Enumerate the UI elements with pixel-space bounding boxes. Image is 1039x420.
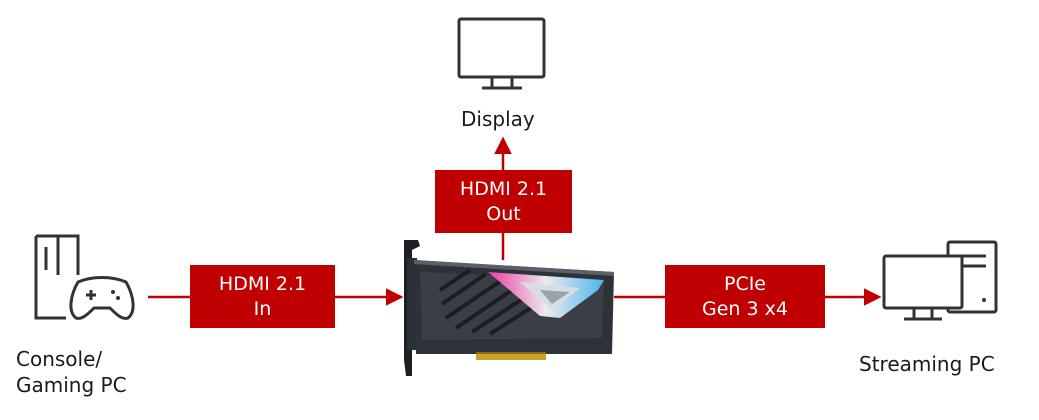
console-label-line1: Console/: [16, 347, 103, 371]
hdmi-out-line2: Out: [486, 202, 521, 225]
pcie-line1: PCIe: [723, 272, 767, 295]
desktop-pc-icon: [882, 240, 998, 321]
pcie-box: PCIe Gen 3 x4: [665, 265, 825, 328]
gamepad-icon: [69, 276, 135, 320]
capture-card-image: [404, 240, 614, 376]
hdmi-in-line2: In: [253, 297, 272, 320]
hdmi-in-box: HDMI 2.1 In: [190, 265, 335, 328]
monitor-icon: [457, 17, 546, 90]
console-label: Console/ Gaming PC: [16, 346, 127, 398]
hdmi-in-line1: HDMI 2.1: [218, 272, 307, 295]
hdmi-out-box: HDMI 2.1 Out: [435, 170, 572, 233]
hdmi-out-line1: HDMI 2.1: [459, 177, 548, 200]
pcie-line2: Gen 3 x4: [702, 297, 788, 320]
streaming-pc-label: Streaming PC: [859, 352, 995, 376]
console-label-line2: Gaming PC: [16, 373, 127, 397]
console-icon: [34, 234, 80, 320]
display-label: Display: [461, 107, 535, 131]
